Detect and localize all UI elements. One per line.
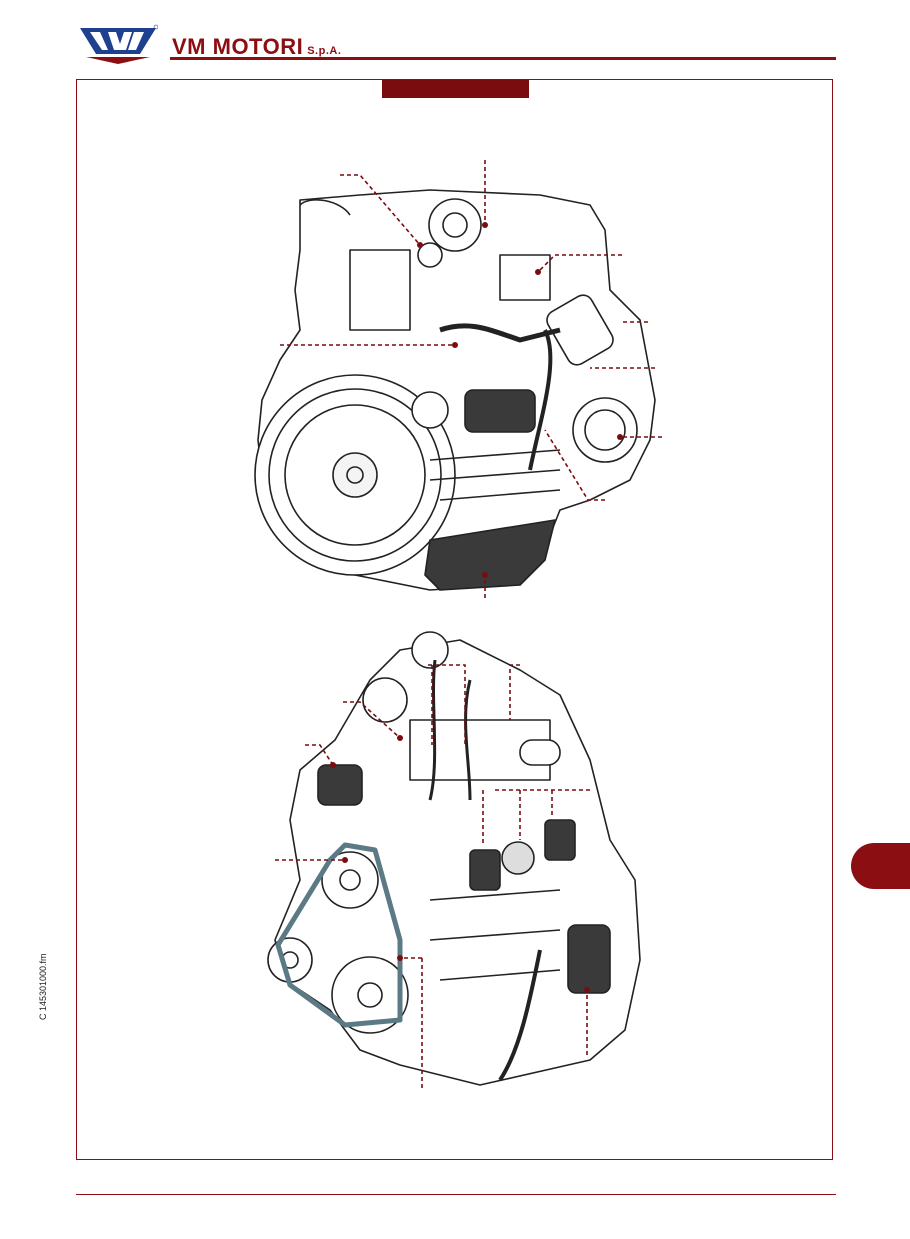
vm-logo-icon (80, 24, 158, 64)
brand-suffix: S.p.A. (307, 45, 342, 57)
file-code: C 145301000.fm (38, 953, 48, 1020)
engine-view-flywheel-side (254, 160, 662, 598)
footer-rule (76, 1194, 836, 1195)
chapter-tab[interactable] (851, 843, 910, 889)
header-rule (170, 57, 836, 60)
section-title-bar (382, 80, 529, 98)
brand-text: VM MOTORI (172, 34, 304, 59)
engine-view-pulley-side (267, 631, 641, 1090)
figure-frame (76, 79, 833, 1160)
